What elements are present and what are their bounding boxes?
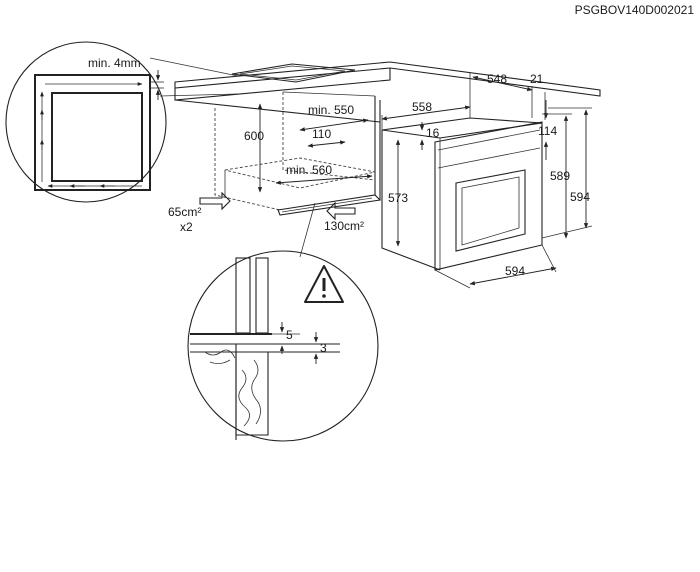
niche-height-label: 600 — [244, 129, 264, 143]
niche-depth-min-label: min. 550 — [308, 103, 354, 117]
gap-detail-circle: min. 4mm — [5, 41, 239, 203]
oven-body-height-label: 573 — [388, 191, 408, 205]
dim-114-label: 114 — [538, 124, 557, 138]
oven-unit: 548 21 558 16 573 114 589 594 594 — [381, 72, 593, 289]
vent-side-qty-label: x2 — [180, 220, 193, 234]
oven-depth-total-label: 548 — [487, 72, 507, 86]
document-code: PSGBOV140D002021 — [575, 3, 695, 17]
oven-height-inner-label: 589 — [550, 169, 570, 183]
niche-width-min-label: min. 560 — [286, 163, 332, 177]
detail-5-label: 5 — [286, 328, 293, 342]
oven-width-label: 594 — [505, 264, 525, 278]
vent-front-label: 130cm² — [324, 219, 364, 233]
dim-110-label: 110 — [312, 127, 331, 141]
vent-side-label: 65cm² — [168, 205, 201, 219]
warning-triangle-icon — [304, 265, 344, 303]
oven-height-total-label: 594 — [570, 190, 590, 204]
oven-depth-front-label: 21 — [530, 72, 544, 86]
dim-16-label: 16 — [426, 126, 440, 140]
bottom-gap-detail-circle: 5 3 — [187, 250, 379, 442]
oven-body-width-label: 558 — [412, 100, 432, 114]
detail-3-label: 3 — [320, 341, 327, 355]
cabinet-niche: 600 min. 550 110 min. 560 65cm² x2 130cm… — [168, 61, 601, 258]
gap-min-label: min. 4mm — [88, 56, 141, 70]
